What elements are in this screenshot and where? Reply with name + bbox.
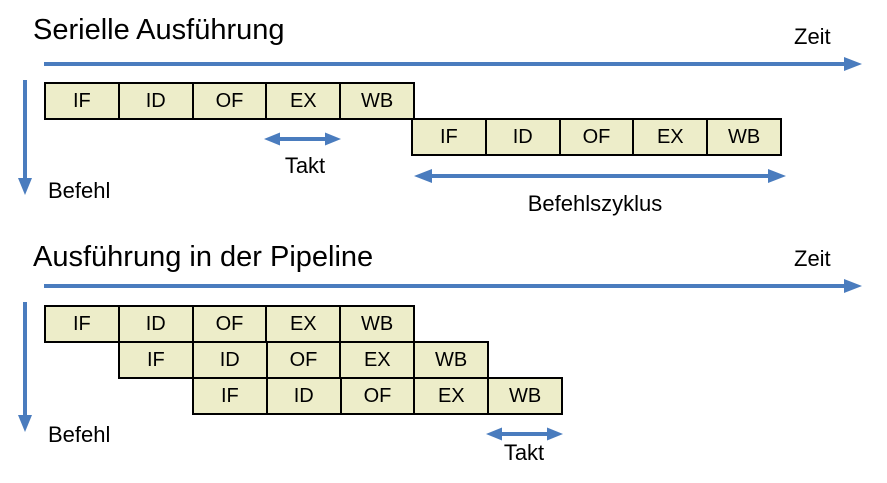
- serial-instruction-row-1: IF ID OF EX WB: [44, 82, 415, 120]
- stage-cell: OF: [339, 379, 414, 413]
- stage-cell: WB: [339, 307, 413, 341]
- stage-cell: ID: [117, 307, 192, 341]
- stage-cell: OF: [191, 307, 266, 341]
- clock-double-arrow-serial: [264, 132, 341, 146]
- pipeline-instruction-row-3: IF ID OF EX WB: [192, 377, 563, 415]
- clock-label-pipeline: Takt: [503, 440, 545, 465]
- stage-cell: EX: [339, 343, 413, 377]
- stage-cell: OF: [558, 120, 633, 154]
- stage-cell: EX: [265, 84, 339, 118]
- instruction-axis-label-serial: Befehl: [48, 178, 111, 203]
- clock-label-serial: Takt: [284, 153, 326, 178]
- serial-instruction-row-2: IF ID OF EX WB: [411, 118, 782, 156]
- stage-cell: EX: [265, 307, 339, 341]
- instruction-cycle-label: Befehlszyklus: [527, 191, 663, 216]
- stage-cell: IF: [73, 89, 91, 112]
- instruction-axis-arrow-serial: [18, 80, 32, 195]
- stage-cell: ID: [191, 343, 266, 377]
- instruction-cycle-double-arrow: [414, 169, 786, 183]
- time-axis-arrow-pipeline: [44, 279, 862, 293]
- time-axis-label-serial: Zeit: [794, 24, 831, 49]
- stage-cell: IF: [221, 384, 239, 407]
- stage-cell: EX: [632, 120, 706, 154]
- stage-cell: IF: [147, 348, 165, 371]
- time-axis-arrow-serial: [44, 57, 862, 71]
- stage-cell: ID: [117, 84, 192, 118]
- stage-cell: ID: [484, 120, 559, 154]
- pipeline-instruction-row-1: IF ID OF EX WB: [44, 305, 415, 343]
- stage-cell: IF: [440, 125, 458, 148]
- time-axis-label-pipeline: Zeit: [794, 246, 831, 271]
- pipeline-instruction-row-2: IF ID OF EX WB: [118, 341, 489, 379]
- stage-cell: WB: [706, 120, 780, 154]
- stage-cell: IF: [73, 312, 91, 335]
- stage-cell: WB: [339, 84, 413, 118]
- stage-cell: OF: [265, 343, 340, 377]
- serial-section-title: Serielle Ausführung: [33, 14, 285, 46]
- stage-cell: EX: [413, 379, 487, 413]
- stage-cell: OF: [191, 84, 266, 118]
- instruction-axis-label-pipeline: Befehl: [48, 422, 111, 447]
- stage-cell: ID: [265, 379, 340, 413]
- instruction-axis-arrow-pipeline: [18, 302, 32, 432]
- stage-cell: WB: [413, 343, 487, 377]
- clock-double-arrow-pipeline: [486, 427, 563, 441]
- pipeline-section-title: Ausführung in der Pipeline: [33, 241, 374, 273]
- stage-cell: WB: [487, 379, 561, 413]
